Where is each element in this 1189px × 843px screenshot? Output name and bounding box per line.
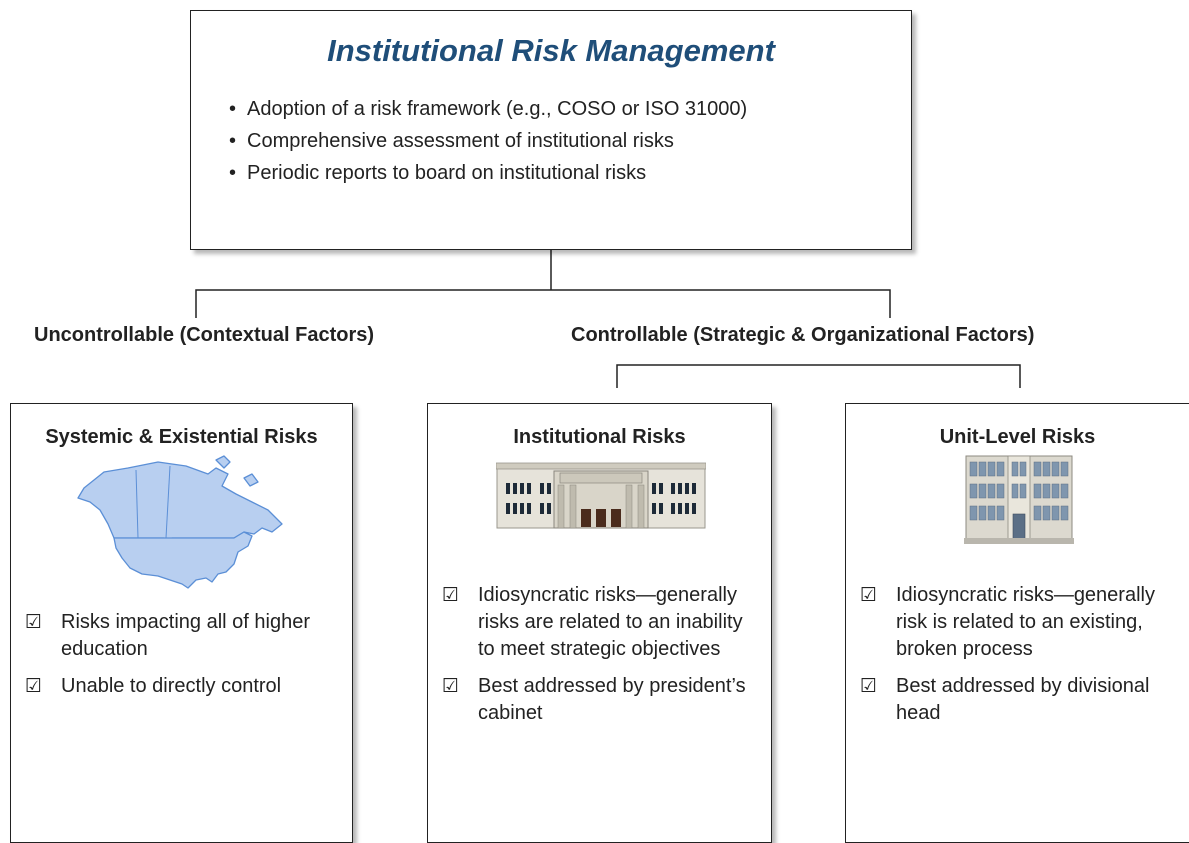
checkbox-icon: ☑ [860, 585, 878, 606]
bullet-item: Periodic reports to board on institution… [229, 157, 747, 189]
list-item-text: Best addressed by president’s cabinet [478, 675, 746, 724]
diagram-title: Institutional Risk Management [327, 33, 775, 68]
checkbox-icon: ☑ [442, 585, 460, 606]
list-item-text: Idiosyncratic risks—generally risks are … [478, 584, 743, 660]
bullet-item: Adoption of a risk framework (e.g., COSO… [229, 93, 747, 125]
list-item: ☑ Idiosyncratic risks—generally risk is r… [860, 582, 1170, 663]
unit-level-risks-title: Unit-Level Risks [939, 426, 1096, 448]
checkbox-icon: ☑ [442, 676, 460, 697]
institutional-risks-title: Institutional Risks [513, 426, 686, 448]
institutional-risks-box: Institutional Risks [427, 403, 772, 843]
bullet-item: Comprehensive assessment of institutiona… [229, 125, 747, 157]
checkbox-icon: ☑ [25, 612, 43, 633]
office-building-icon [964, 454, 1074, 549]
institutional-risks-list: ☑ Idiosyncratic risks—generally risks are… [442, 582, 752, 737]
list-item-text: Unable to directly control [61, 675, 282, 697]
connector-lines [195, 250, 1021, 388]
list-item: ☑ Idiosyncratic risks—generally risks are… [442, 582, 752, 663]
systemic-risks-title: Systemic & Existential Risks [45, 426, 318, 448]
university-building-icon [495, 461, 707, 534]
systemic-risks-list: ☑ Risks impacting all of higher education… [25, 609, 335, 710]
institutional-risk-management-box: Institutional Risk Management Adoption o… [190, 10, 912, 250]
list-item-text: Idiosyncratic risks—generally risk is re… [896, 584, 1155, 660]
uncontrollable-label: Uncontrollable (Contextual Factors) [34, 324, 375, 346]
list-item-text: Risks impacting all of higher education [61, 611, 310, 660]
systemic-risks-box: Systemic & Existential Risks ☑ Risks impa… [10, 403, 353, 843]
list-item-text: Best addressed by divisional head [896, 675, 1150, 724]
north-america-map-icon [66, 454, 296, 599]
list-item: ☑ Unable to directly control [25, 673, 335, 700]
list-item: ☑ Risks impacting all of higher education [25, 609, 335, 663]
connector-controllable-bracket [616, 364, 1021, 388]
unit-level-risks-list: ☑ Idiosyncratic risks—generally risk is r… [860, 582, 1170, 737]
unit-level-risks-box: Unit-Level Risks ☑ Idiosyncratic risks—ge… [845, 403, 1189, 843]
checkbox-icon: ☑ [25, 676, 43, 697]
connector-top-bracket [195, 289, 891, 318]
controllable-label: Controllable (Strategic & Organizational… [571, 324, 1035, 346]
checkbox-icon: ☑ [860, 676, 878, 697]
framework-bullet-list: Adoption of a risk framework (e.g., COSO… [229, 93, 747, 189]
list-item: ☑ Best addressed by divisional head [860, 673, 1170, 727]
list-item: ☑ Best addressed by president’s cabinet [442, 673, 752, 727]
